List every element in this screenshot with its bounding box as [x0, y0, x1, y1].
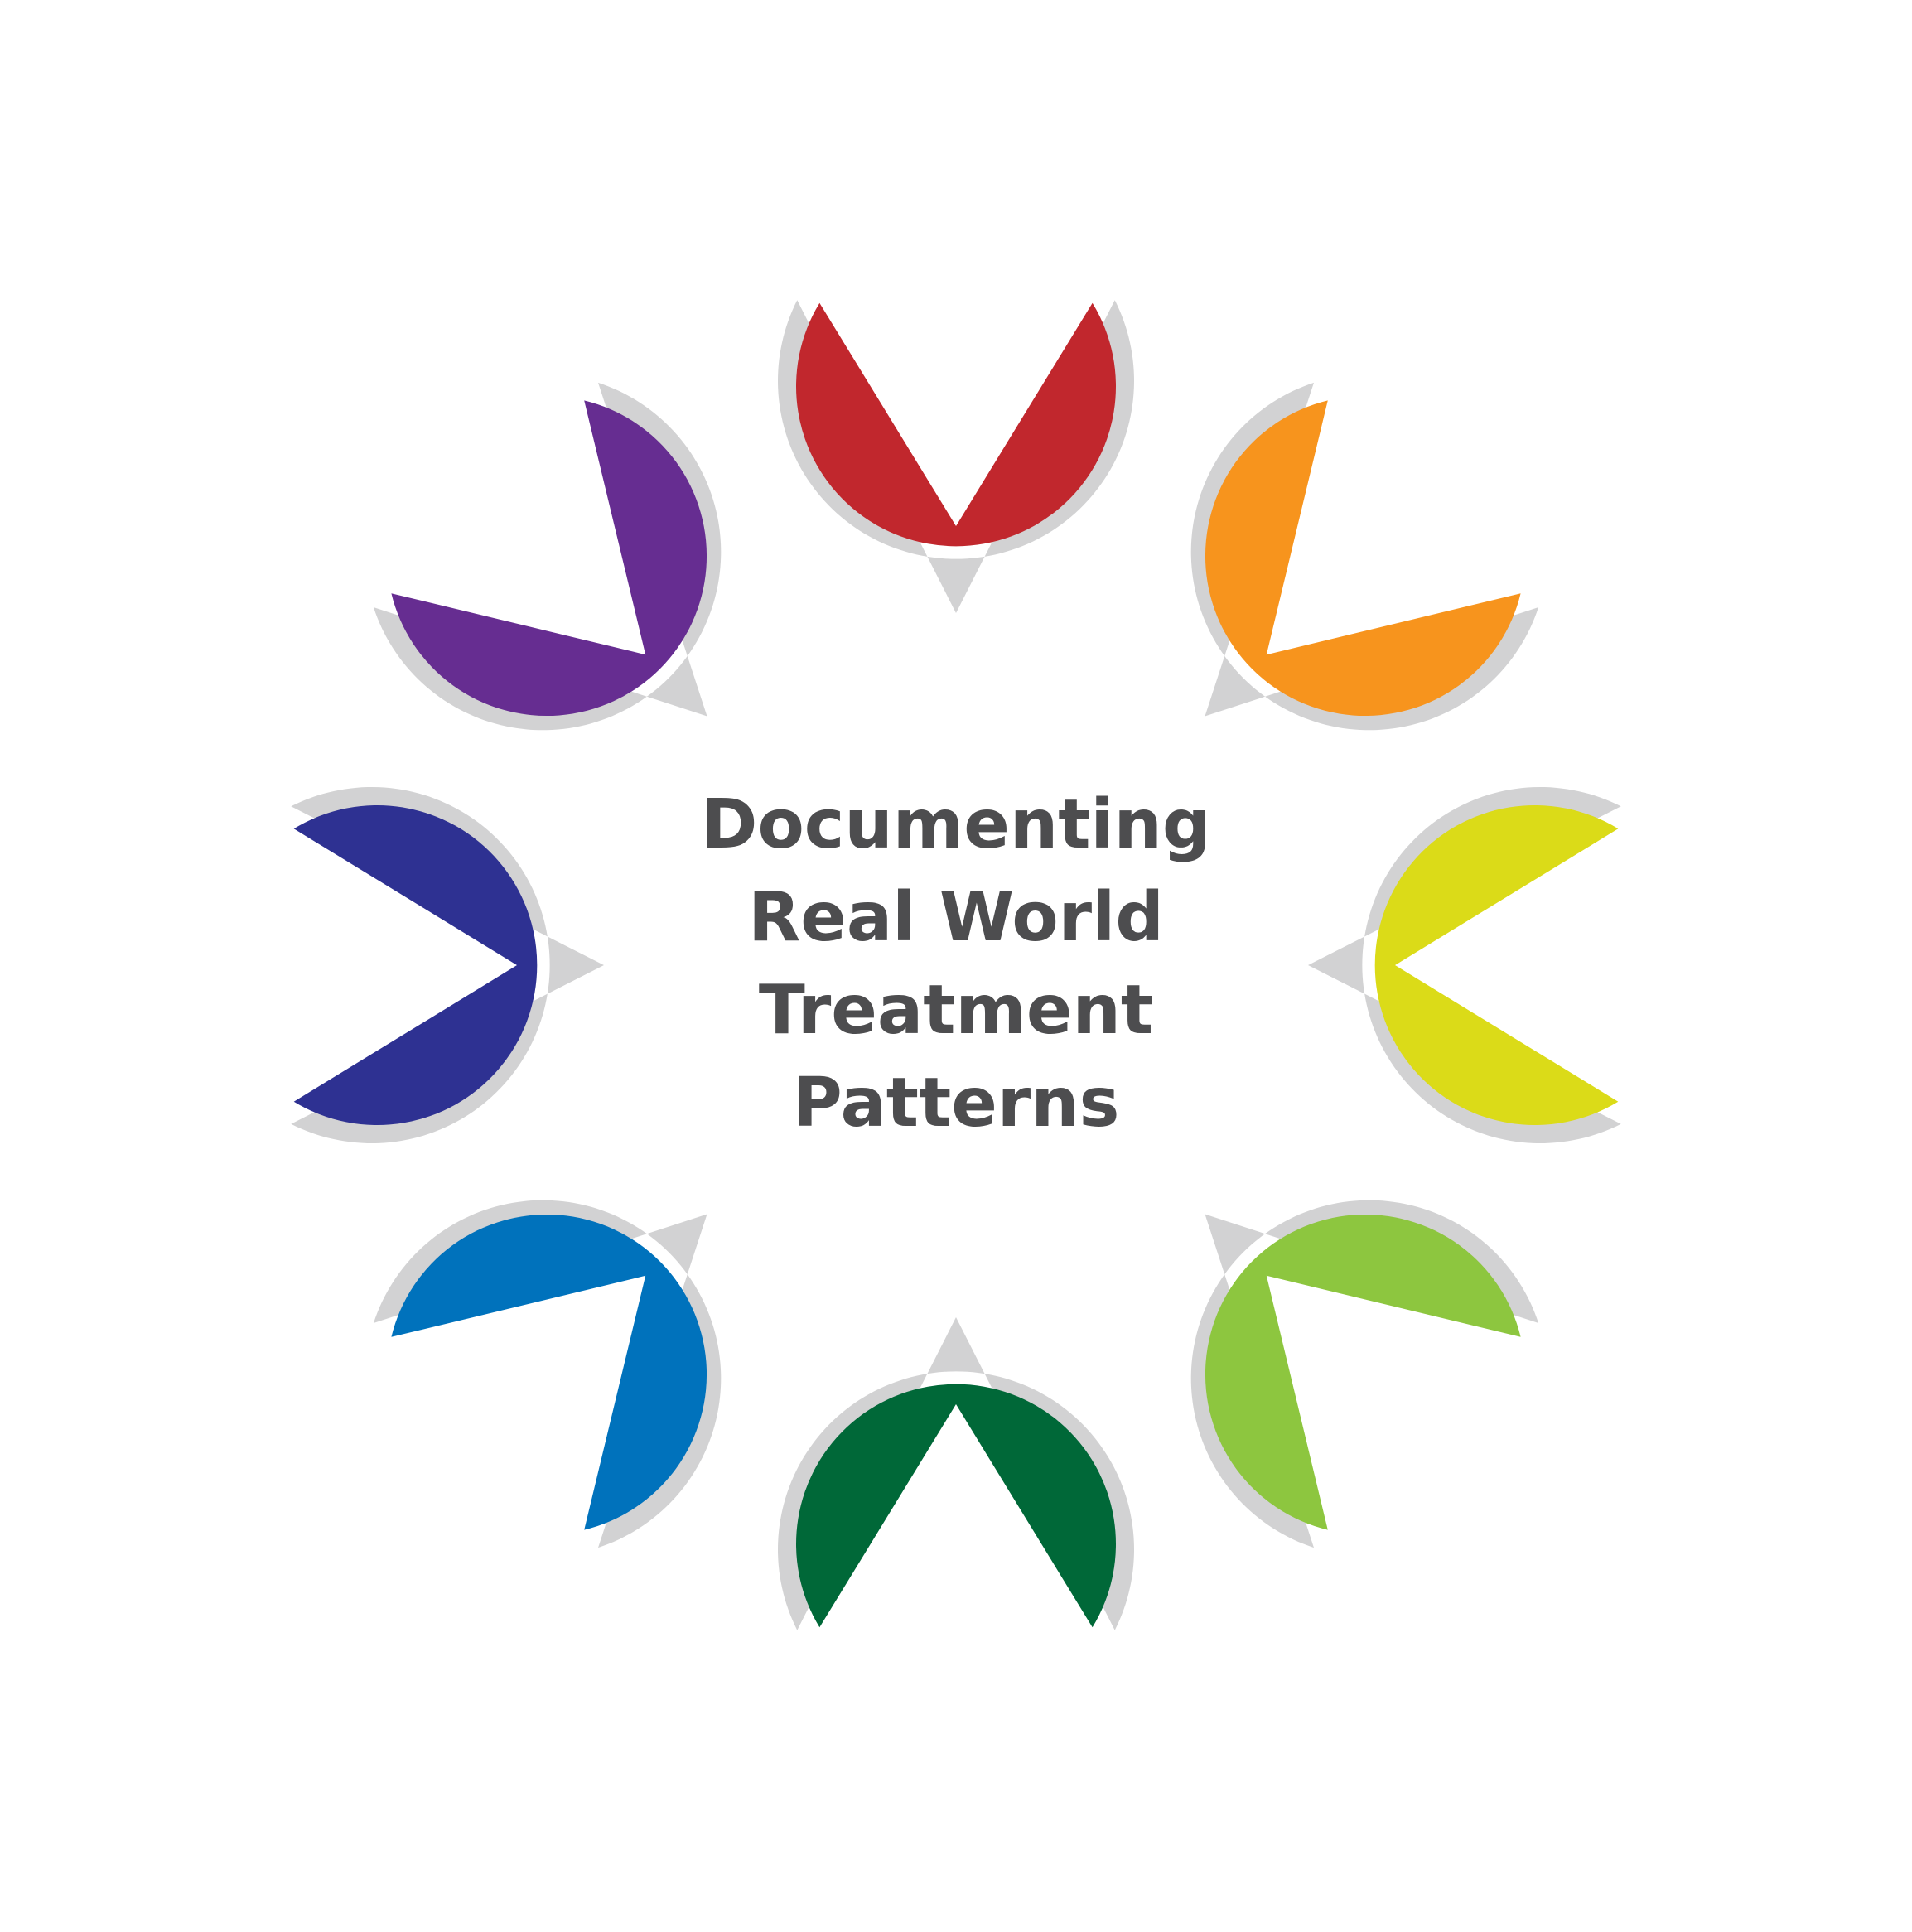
center-title-line: Treatment — [758, 971, 1154, 1050]
petal-label-line: Non — [380, 1360, 458, 1401]
petal-label-line: Roadmap — [864, 150, 1048, 191]
petal-label-line: Studies — [345, 1582, 494, 1622]
petal-label-line: Epidemiology — [823, 239, 1089, 281]
petal-label-line: Observational — [282, 1538, 557, 1578]
petal-label-line: Share Trackers — [1345, 1511, 1637, 1552]
petal-label-line: Studies — [881, 283, 1031, 325]
petal-treatment-duration — [293, 805, 538, 1125]
petal-label-line: Dynamic — [1407, 1467, 1576, 1508]
petal-label-line: Interventional — [279, 1404, 559, 1445]
petal-patient-pathways — [391, 400, 707, 717]
petal-label-line: New — [913, 1634, 999, 1674]
petal-halo-market-roadmap — [777, 300, 1134, 613]
petal-label-line: Segments — [1393, 449, 1590, 490]
label-gap — [774, 193, 1138, 239]
petal-label-line: Share Trackers — [1543, 959, 1834, 999]
petal-new-product-potential — [796, 1384, 1116, 1628]
petal-label-line: Duration — [123, 959, 295, 999]
petal-label-line: Potential By — [836, 1811, 1076, 1852]
petal-halo-brand-share-trackers — [1308, 786, 1621, 1143]
petal-label-line: Patient — [348, 405, 490, 446]
petal-label-line: Product — [879, 1678, 1033, 1718]
petal-label-line: Pathways — [325, 449, 514, 490]
petal-patient-segments — [1205, 400, 1521, 717]
petal-label-line: Brand — [1630, 915, 1747, 955]
petal-label-line: Market — [886, 106, 1026, 147]
petal-layer — [293, 302, 1619, 1628]
petal-label-line: Patient — [1420, 405, 1562, 446]
petal-brand-share-trackers — [1374, 804, 1619, 1125]
petal-label-line: Potential — [867, 1722, 1045, 1762]
center-title: Documenting Real World Treatment Pattern… — [625, 779, 1287, 1150]
label-gap — [774, 1764, 1138, 1809]
petal-dynamic-share-trackers — [1205, 1214, 1521, 1530]
center-title-line: Real World — [748, 878, 1164, 957]
center-title-line: Documenting — [701, 785, 1211, 864]
petal-halo-new-product-potential — [777, 1317, 1134, 1630]
center-title-line: Patterns — [792, 1064, 1120, 1142]
petal-market-roadmap — [796, 302, 1116, 547]
petal-label-line: Treatment — [108, 915, 310, 955]
petal-label-line: Segment — [868, 1855, 1044, 1896]
petal-non-interventional-studies — [391, 1214, 707, 1530]
petal-halo-treatment-duration — [291, 787, 604, 1143]
label-gap — [237, 1490, 601, 1536]
petal-label-line: Studies — [345, 1448, 494, 1489]
